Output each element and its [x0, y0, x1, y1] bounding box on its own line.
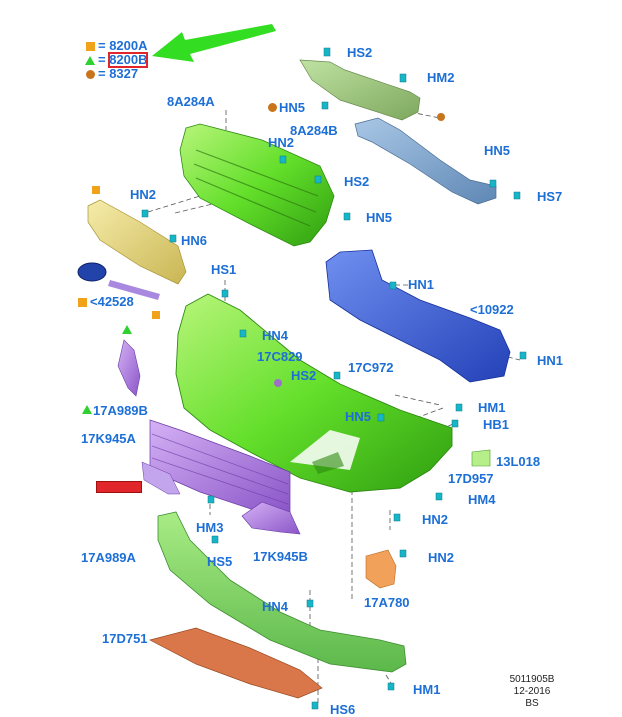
label-hm4: HM4 — [468, 492, 496, 507]
label-17c829: 17C829 — [257, 349, 303, 364]
reference-code: 5011905B — [509, 674, 555, 685]
label-hn5: HN5 — [279, 100, 306, 115]
reference-date: 12-2016 — [513, 686, 551, 697]
grille-insert-part — [87, 199, 187, 285]
bezel-trim-part — [471, 449, 491, 467]
label-17d957: 17D957 — [448, 471, 494, 486]
label-hs2-cover: HS2 — [291, 368, 317, 383]
grille-trim-strip — [108, 280, 160, 300]
label-hb1: HB1 — [483, 417, 510, 432]
upper-bracket-part — [299, 59, 421, 121]
label-hs7: HS7 — [537, 189, 563, 204]
hn5-marker — [268, 103, 277, 112]
label-hs1: HS1 — [211, 262, 237, 277]
label-hm3: HM3 — [196, 520, 224, 535]
legend-triangle-marker — [85, 56, 95, 65]
left-side-bracket-part — [117, 339, 141, 397]
pin-marker — [122, 325, 132, 334]
label-hn4-valance: HN4 — [262, 599, 289, 614]
legend-item-8200b: = 8200B — [98, 52, 148, 67]
label-hs6: HS6 — [330, 702, 356, 717]
badge-emblem — [77, 262, 107, 282]
label-17a989b: 17A989B — [93, 403, 148, 418]
label-8a284a: 8A284A — [167, 94, 215, 109]
label-13l018: 13L018 — [496, 454, 541, 469]
label-hs2: HS2 — [347, 45, 373, 60]
label-hn2-cover: HN2 — [422, 512, 449, 527]
side-grille-part — [241, 501, 301, 535]
fog-lamp-part — [365, 549, 397, 589]
lower-valance-part — [157, 511, 407, 673]
radiator-support-bracket-part — [354, 117, 497, 205]
legend-item-8327: = 8327 — [98, 66, 139, 81]
label-hn5-cover: HN5 — [345, 409, 372, 424]
label-17k945a: 17K945A — [81, 431, 136, 446]
label-hm1: HM1 — [478, 400, 506, 415]
pin-marker — [92, 186, 100, 194]
undertray-part — [149, 627, 323, 699]
label-17c972: 17C972 — [348, 360, 394, 375]
drawing-reference: 5011905B 12-2016 BS — [502, 674, 562, 710]
pin-marker — [274, 379, 282, 387]
bumper-cover-part — [175, 293, 453, 493]
fastener-clips — [141, 47, 527, 710]
label-hn6: HN6 — [181, 233, 208, 248]
label-17d751: 17D751 — [102, 631, 148, 646]
label-42528: <42528 — [90, 294, 134, 309]
legend-circle-marker — [86, 70, 95, 79]
label-hn2-insert: HN2 — [130, 187, 157, 202]
label-hm2: HM2 — [427, 70, 455, 85]
label-hn4: HN4 — [262, 328, 289, 343]
label-17a780: 17A780 — [364, 595, 410, 610]
part-42528-marker — [78, 298, 87, 307]
highlight-box — [108, 52, 148, 68]
bumper-reinforcement-part — [325, 249, 511, 383]
label-hn1-reinforcement: HN1 — [537, 353, 564, 368]
pin-marker — [152, 311, 160, 319]
label-hm1-valance: HM1 — [413, 682, 441, 697]
label-hn2: HN2 — [268, 135, 295, 150]
legend-item-8200a: = 8200A — [98, 38, 148, 53]
redacted-part-label — [96, 481, 142, 493]
reference-suffix: BS — [525, 698, 539, 709]
label-17k945b: 17K945B — [253, 549, 308, 564]
label-hn1: HN1 — [408, 277, 435, 292]
label-hn2-lamp: HN2 — [428, 550, 455, 565]
label-10922: <10922 — [470, 302, 514, 317]
label-hn5-grille: HN5 — [484, 143, 511, 158]
lower-grille-bracket — [141, 461, 181, 495]
part-17a989b-marker — [82, 405, 92, 414]
label-8a284b: 8A284B — [290, 123, 338, 138]
pin-marker — [437, 113, 445, 121]
label-hs5: HS5 — [207, 554, 233, 569]
label-hn5-upper-grille: HN5 — [366, 210, 393, 225]
pointer-arrow — [152, 24, 276, 62]
label-hs2-grille: HS2 — [344, 174, 370, 189]
upper-grille-part — [179, 123, 335, 247]
legend-square-marker — [86, 42, 95, 51]
label-17a989a: 17A989A — [81, 550, 136, 565]
